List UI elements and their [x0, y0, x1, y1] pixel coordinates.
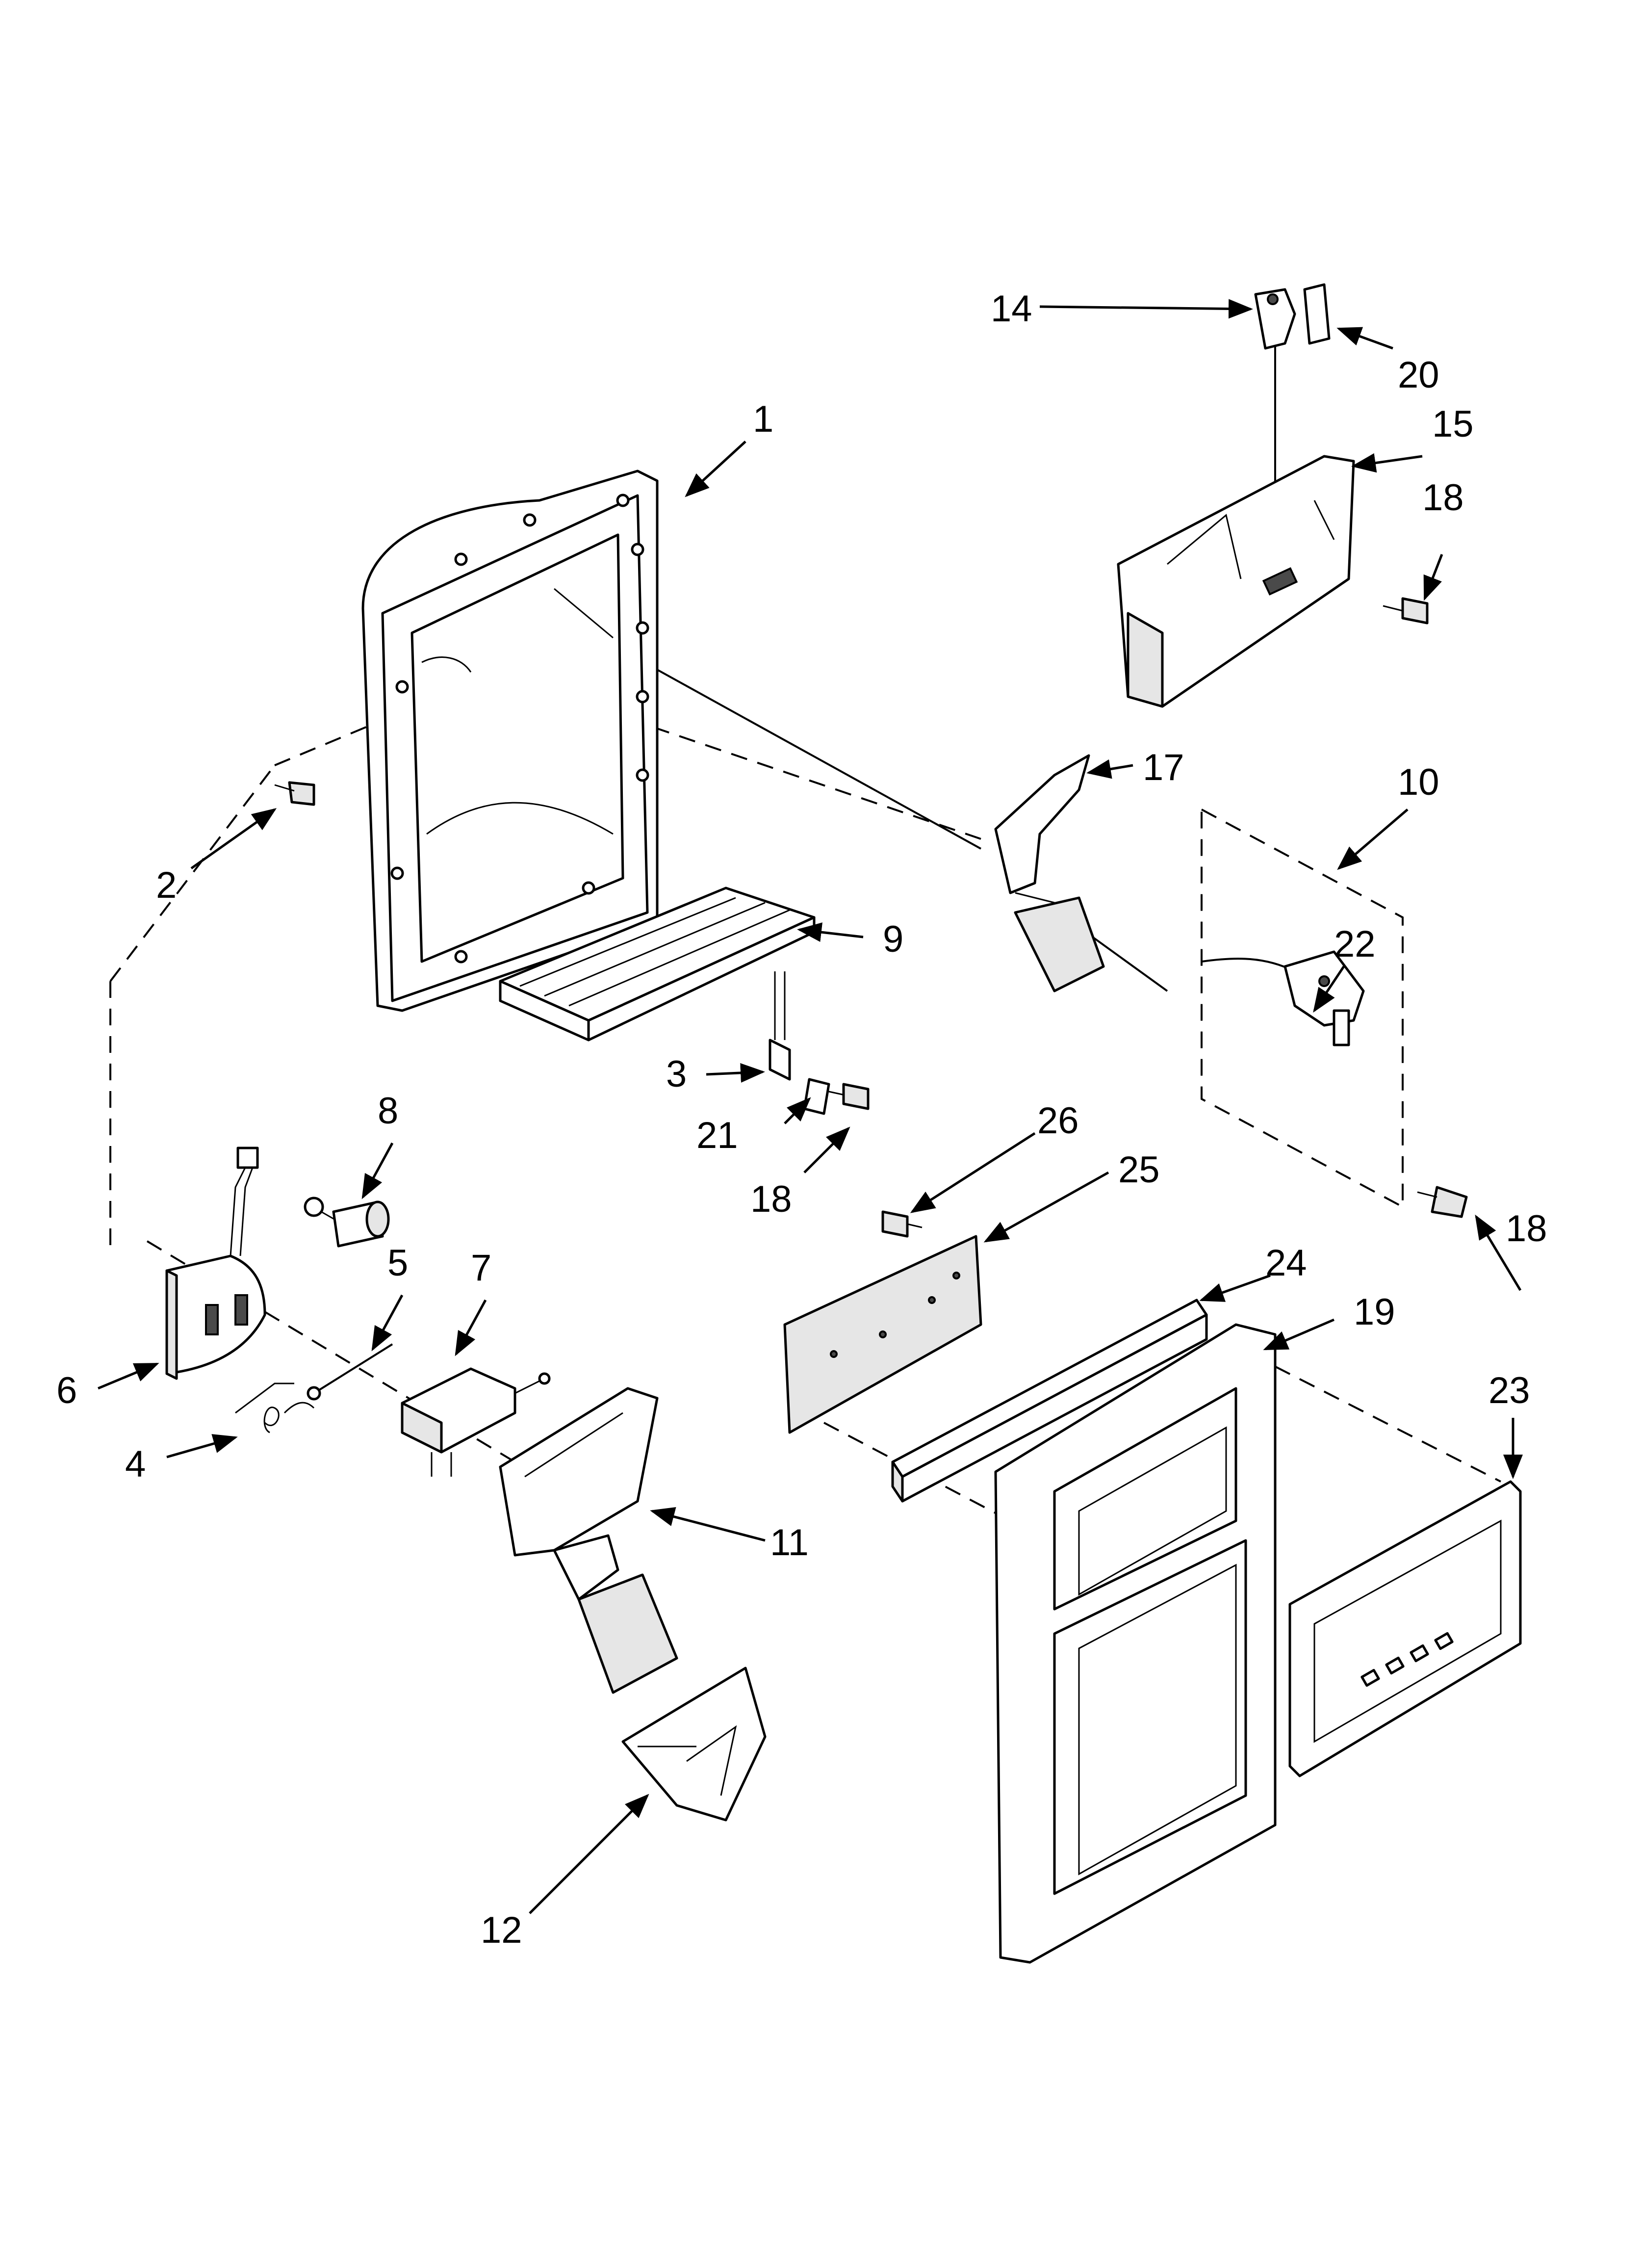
- part-20-insulator: [1303, 283, 1331, 345]
- part-5-pin: [307, 1343, 393, 1401]
- callout-1: 1: [753, 398, 773, 440]
- callout-11: 11: [770, 1522, 809, 1564]
- part-25-control-board: [783, 1235, 982, 1434]
- part-8-actuator: [304, 1197, 390, 1248]
- callout-18-a: 18: [750, 1178, 792, 1220]
- callout-4: 4: [125, 1443, 146, 1485]
- part-17-water-lever: [994, 754, 1105, 992]
- part-15-bracket: [1117, 455, 1355, 708]
- part-6-dispenser-module: [165, 1147, 266, 1380]
- part-11-ice-lever: [499, 1387, 678, 1694]
- callout-10: 10: [1398, 761, 1439, 803]
- callout-18-b: 18: [1422, 477, 1464, 519]
- part-18-screw-a: [828, 1083, 870, 1110]
- part-18-screw-b: [1383, 597, 1429, 625]
- part-4-spring: [235, 1382, 315, 1434]
- part-21-clip: [803, 1078, 830, 1115]
- callout-5: 5: [387, 1242, 408, 1284]
- callout-19: 19: [1354, 1291, 1395, 1333]
- callout-3: 3: [666, 1053, 687, 1095]
- part-19-front-panel: [994, 1323, 1277, 1964]
- part-2-screw: [274, 781, 315, 806]
- callout-7: 7: [471, 1247, 491, 1289]
- callout-22: 22: [1334, 923, 1376, 965]
- callout-labels: 1 2 3 4 5 6 7 8 9 10 11 12 14 15 17 18 1…: [56, 288, 1547, 1951]
- part-22-valve-arm: [1201, 950, 1365, 1046]
- part-14-switch: [1254, 288, 1296, 350]
- callout-8: 8: [378, 1090, 398, 1132]
- callout-17: 17: [1143, 747, 1184, 788]
- part-26-screw: [881, 1210, 923, 1238]
- leader-lines: [98, 299, 1523, 1914]
- part-3-bracket: [769, 971, 791, 1081]
- part-23-bezel: [1288, 1480, 1522, 1777]
- callout-9: 9: [883, 918, 903, 960]
- callout-12: 12: [481, 1909, 522, 1951]
- part-24-strip: [891, 1299, 1208, 1503]
- callout-25: 25: [1118, 1149, 1160, 1191]
- callout-2: 2: [156, 864, 177, 906]
- callout-26: 26: [1037, 1100, 1079, 1142]
- callout-18-c: 18: [1506, 1208, 1547, 1250]
- callout-20: 20: [1398, 354, 1439, 396]
- callout-15: 15: [1432, 403, 1474, 445]
- callout-14: 14: [991, 288, 1032, 330]
- part-12-ice-guide: [621, 1667, 767, 1822]
- callout-23: 23: [1488, 1370, 1530, 1411]
- callout-21: 21: [696, 1115, 738, 1156]
- part-7-lever-assembly: [401, 1367, 551, 1477]
- part-18-screw-c: [1417, 1186, 1468, 1218]
- callout-6: 6: [56, 1370, 77, 1411]
- callout-24: 24: [1265, 1242, 1307, 1284]
- part-1-dispenser-housing: [361, 469, 659, 1012]
